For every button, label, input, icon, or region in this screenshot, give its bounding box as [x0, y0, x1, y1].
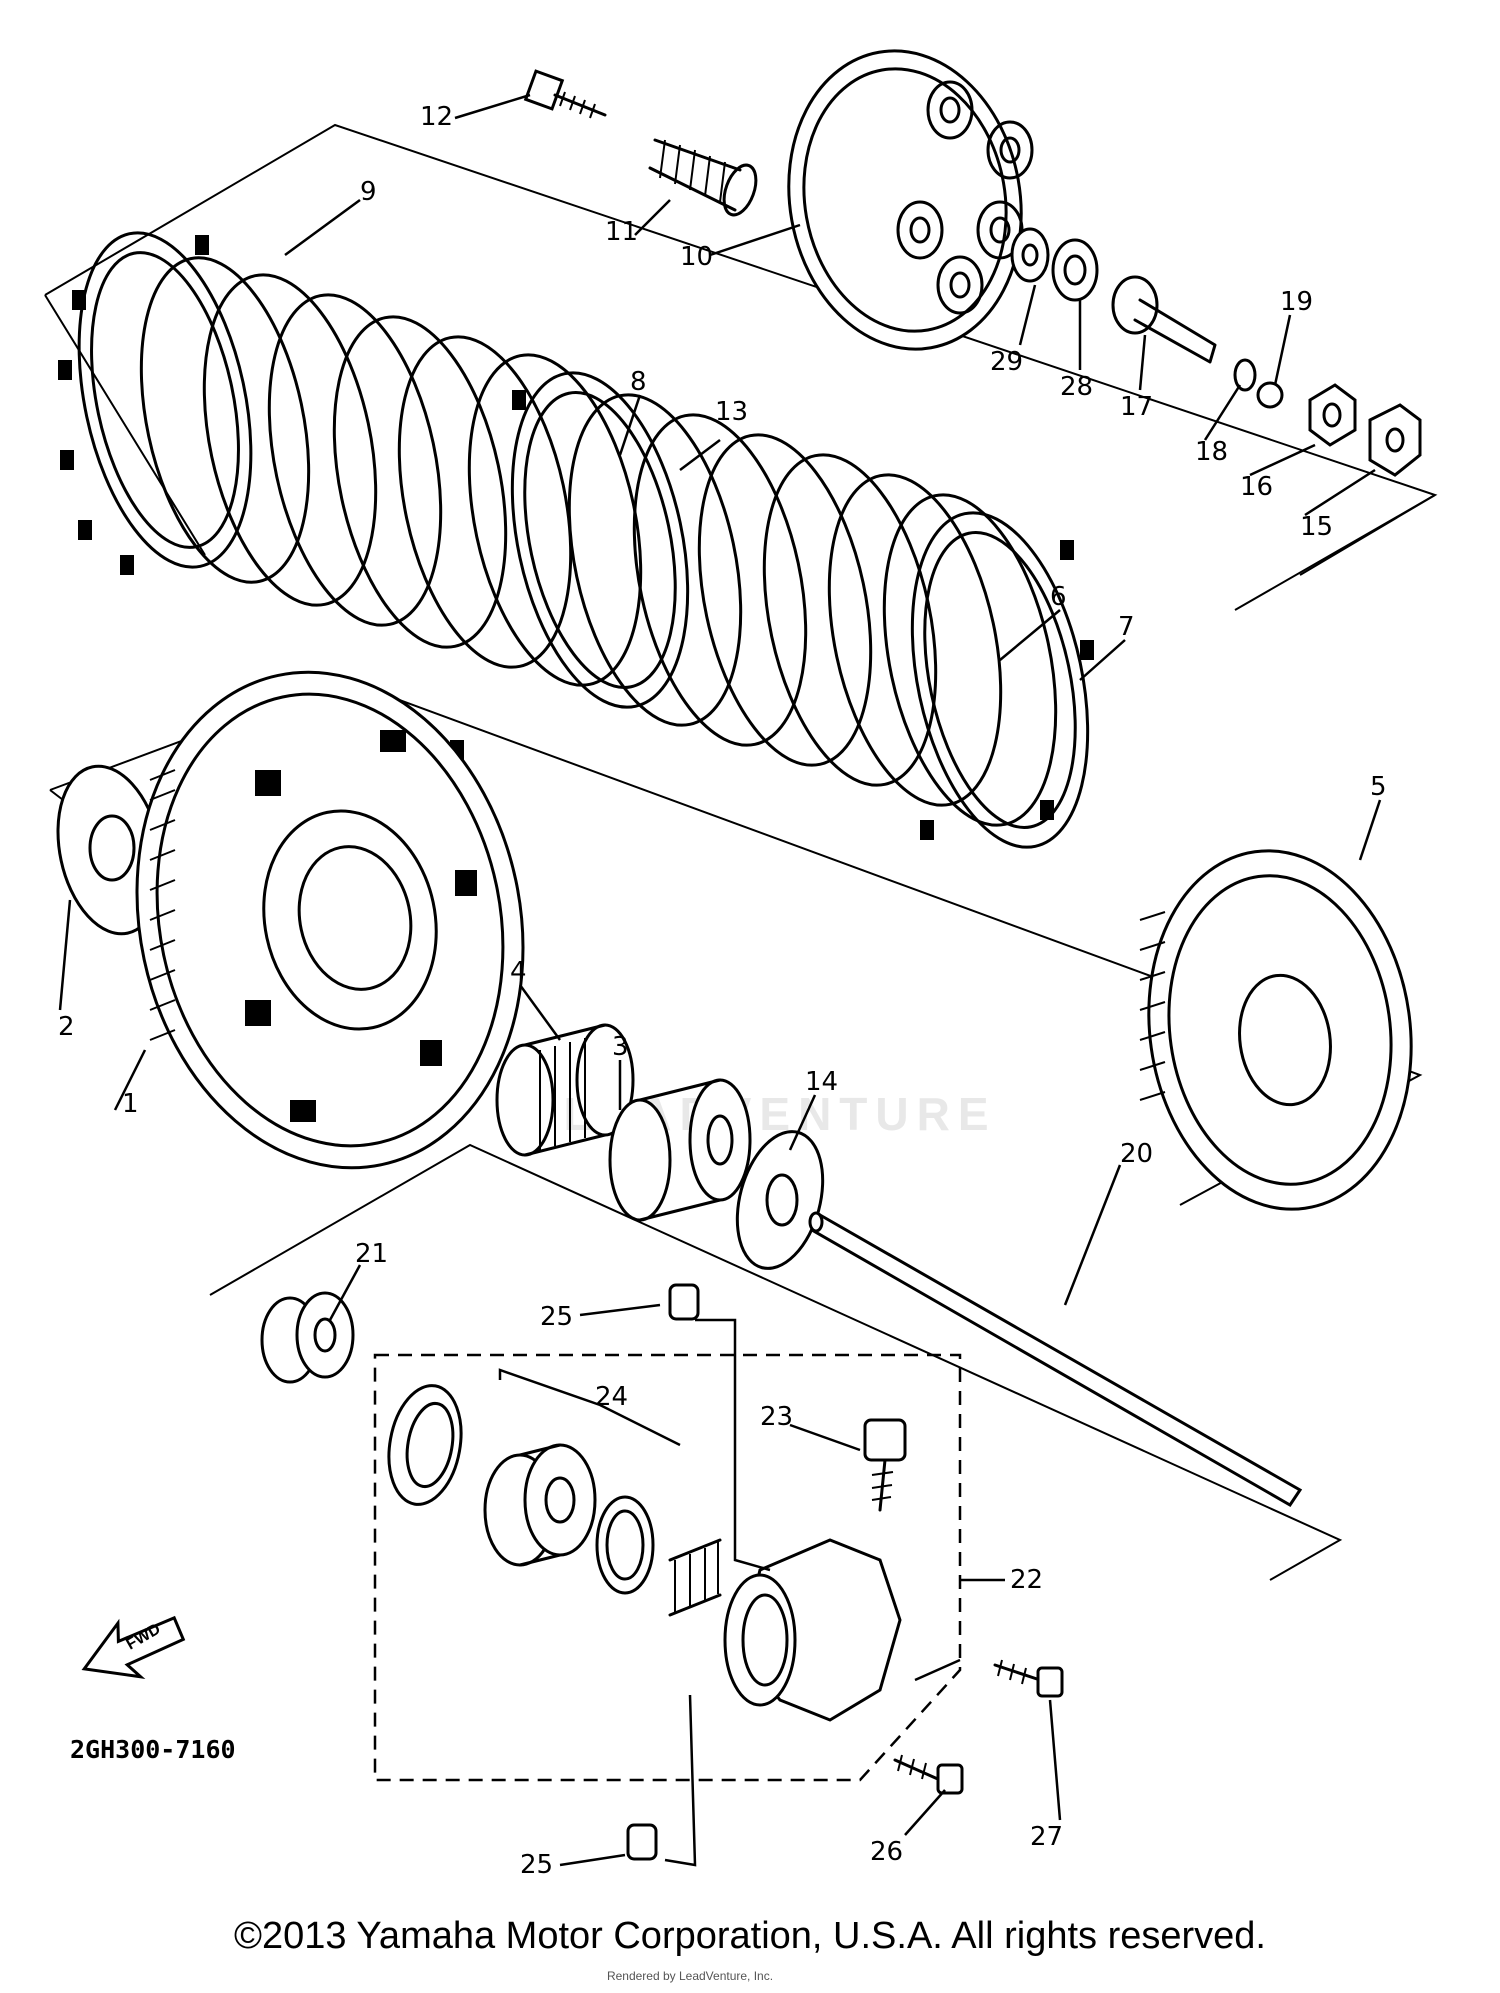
- callout-27: 27: [1030, 1822, 1063, 1852]
- callout-4: 4: [510, 957, 527, 987]
- drawing-code: 2GH300-7160: [70, 1735, 236, 1764]
- clutch-plate-6: [882, 493, 1058, 827]
- slave-cylinder-group-box: [373, 1353, 962, 1782]
- ball-19: [1256, 381, 1284, 409]
- callout-labels: 1 2 3 4 5 6 7 8 9 10 11 12 13 14 15 16 1…: [58, 102, 1387, 1880]
- callout-23: 23: [760, 1402, 793, 1432]
- callout-11: 11: [605, 217, 638, 247]
- friction-plate-8: [510, 371, 690, 709]
- piston-24: [483, 1443, 597, 1567]
- callout-2: 2: [58, 1012, 75, 1042]
- bolt-12: [523, 69, 607, 119]
- washer-29: [1010, 227, 1050, 283]
- callout-8: 8: [630, 367, 647, 397]
- collar-3: [608, 1078, 752, 1222]
- credit-text: Rendered by LeadVenture, Inc.: [607, 1969, 773, 1983]
- callout-26: 26: [870, 1837, 903, 1867]
- callout-29: 29: [990, 347, 1023, 377]
- callout-25-top: 25: [540, 1302, 573, 1332]
- seal-24b: [595, 1495, 655, 1595]
- copyright-notice: ©2013 Yamaha Motor Corporation, U.S.A. A…: [234, 1915, 1266, 1957]
- callout-18: 18: [1195, 437, 1228, 467]
- callout-28: 28: [1060, 372, 1093, 402]
- friction-plate-7: [910, 511, 1090, 849]
- callout-6: 6: [1050, 582, 1067, 612]
- clutch-spring-11: [648, 138, 758, 217]
- bolt-26: [893, 1754, 964, 1795]
- callout-15: 15: [1300, 512, 1333, 542]
- nut-16: [1308, 383, 1357, 447]
- callout-17: 17: [1120, 392, 1153, 422]
- callout-14: 14: [805, 1067, 838, 1097]
- bleed-screw-23: [863, 1418, 907, 1512]
- dowel-pin-25-bottom: [626, 1823, 658, 1861]
- callout-16: 16: [1240, 472, 1273, 502]
- cylinder-outline: [209, 1143, 1343, 1581]
- bolt-27: [993, 1659, 1064, 1698]
- callout-13: 13: [715, 397, 748, 427]
- o-ring-18: [1233, 358, 1257, 392]
- bearing-28: [1051, 238, 1099, 302]
- clutch-pack-outline: [44, 123, 1438, 611]
- push-rod-17: [1111, 275, 1217, 364]
- dowel-pin-25-top: [668, 1283, 700, 1321]
- clutch-plate-13: [567, 393, 743, 727]
- callout-7: 7: [1118, 612, 1135, 642]
- callout-19: 19: [1280, 287, 1313, 317]
- callout-24: 24: [595, 1382, 628, 1412]
- callout-9: 9: [360, 177, 377, 207]
- lock-washer-15: [1368, 403, 1422, 477]
- slave-cylinder-body-22: [723, 1538, 902, 1722]
- callout-5: 5: [1370, 772, 1387, 802]
- callout-leaders: [58, 93, 1382, 1867]
- callout-10: 10: [680, 242, 713, 272]
- pressure-plate: [787, 49, 1034, 351]
- fwd-arrow-icon: FWD: [81, 1615, 186, 1679]
- callout-1: 1: [122, 1089, 139, 1119]
- clutch-plate-stack: [58, 231, 1094, 849]
- callout-3: 3: [612, 1032, 629, 1062]
- callout-21: 21: [355, 1239, 388, 1269]
- callout-25-bottom: 25: [520, 1850, 553, 1880]
- callout-20: 20: [1120, 1139, 1153, 1169]
- callout-12: 12: [420, 102, 453, 132]
- spring-24: [668, 1538, 722, 1617]
- clutch-housing-1: [135, 670, 525, 1170]
- oil-seal-21: [260, 1291, 355, 1384]
- seal-24a: [387, 1384, 463, 1506]
- clutch-boss-5: [1139, 849, 1413, 1211]
- push-rod-20: [808, 1211, 1303, 1508]
- callout-22: 22: [1010, 1565, 1043, 1595]
- friction-plate-9: [77, 231, 253, 569]
